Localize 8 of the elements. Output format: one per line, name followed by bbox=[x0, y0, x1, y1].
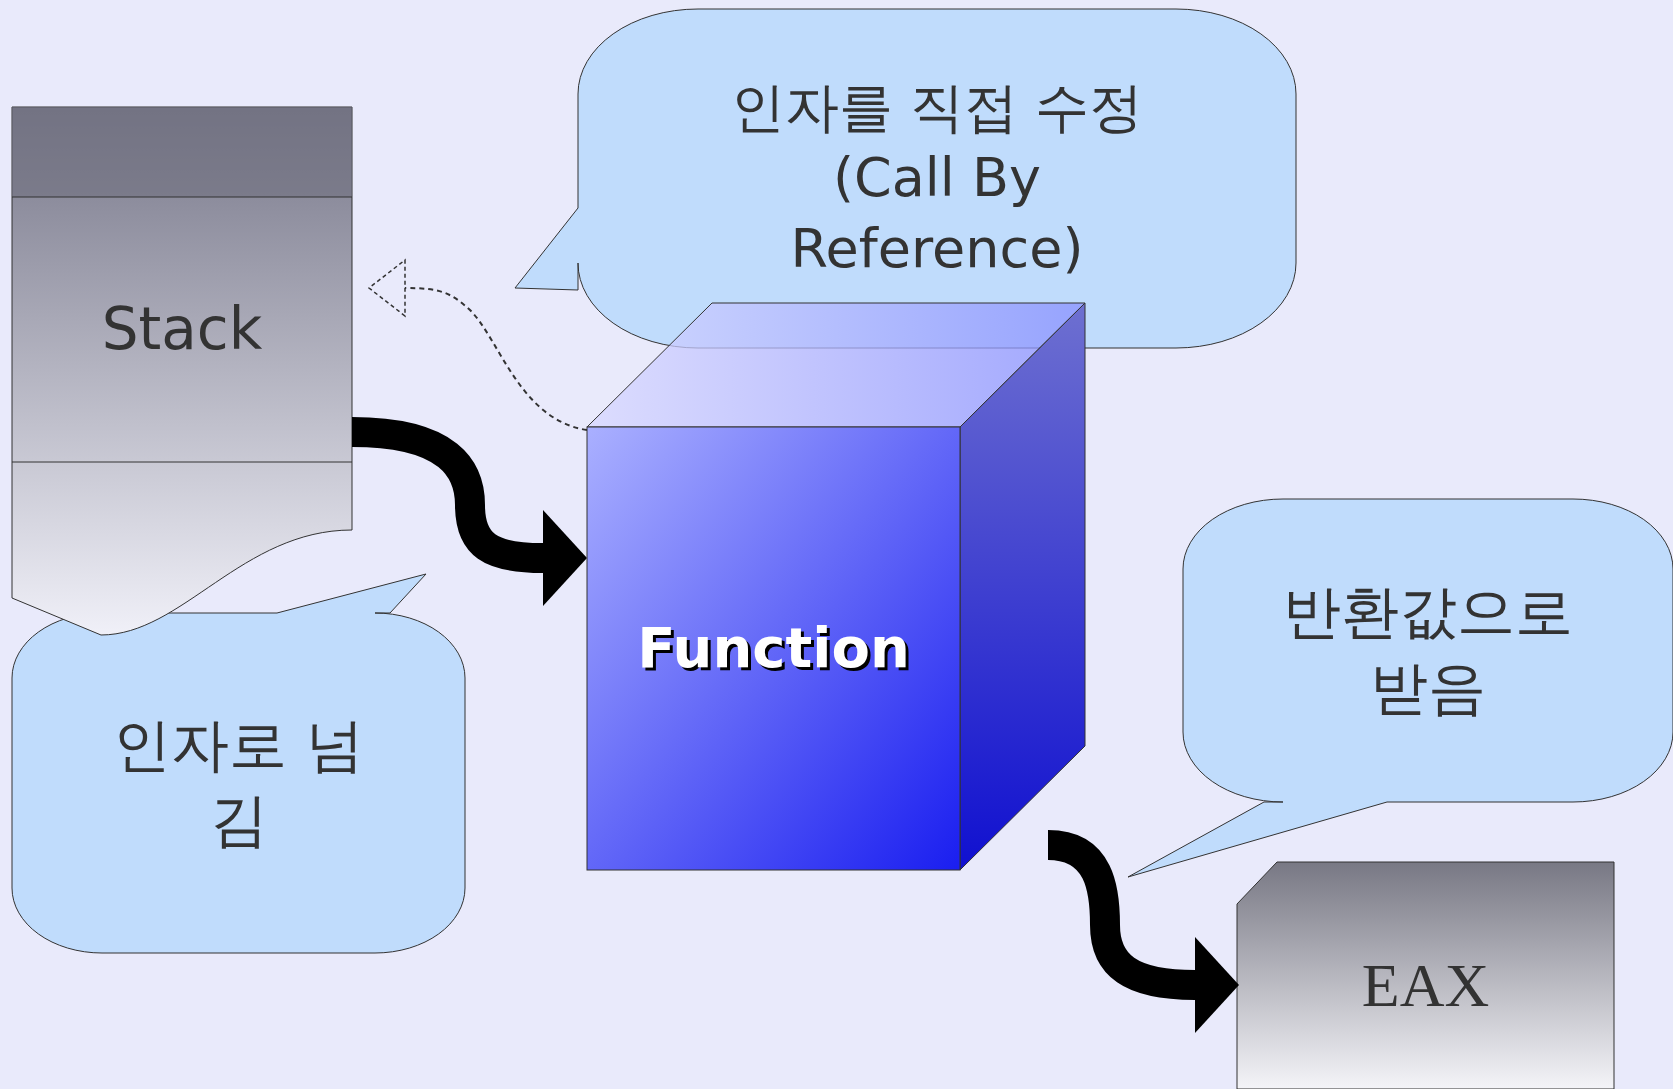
box-label: Stack bbox=[101, 293, 263, 365]
bubble-text: 인자로 넘김 bbox=[112, 709, 365, 856]
dashed-arrow bbox=[368, 259, 588, 431]
cube-label: Function bbox=[637, 614, 910, 683]
bubble-text: 인자를 직접 수정 (Call By Reference) bbox=[729, 75, 1145, 282]
arrow bbox=[1046, 830, 1239, 1033]
box-label: EAX bbox=[1361, 950, 1490, 1022]
bubble-text: 반환값으로 받음 bbox=[1282, 577, 1574, 724]
